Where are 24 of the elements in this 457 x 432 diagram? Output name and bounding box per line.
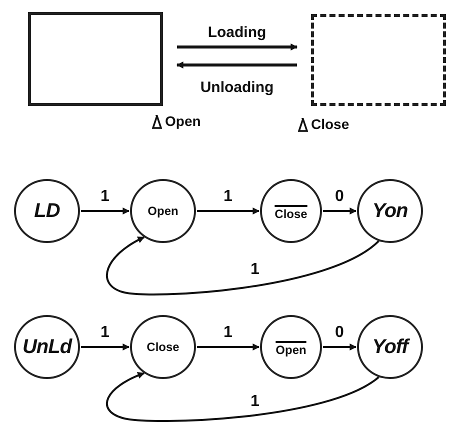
arrow [177, 44, 298, 50]
state-label: Close [274, 206, 308, 221]
arrow [106, 372, 380, 422]
arrow [176, 62, 297, 68]
edge-label: Unloading [198, 80, 276, 96]
state-label: Yoff [372, 336, 408, 358]
arrow [106, 236, 380, 296]
arrow [323, 344, 357, 350]
arrow [323, 208, 357, 214]
dashed-box [311, 14, 446, 106]
arrow [197, 208, 260, 214]
caption-text: Close [311, 116, 350, 132]
solid-box [28, 12, 163, 106]
state-label: Close [146, 340, 180, 354]
state-label: Yon [372, 200, 408, 222]
state-label: LD [34, 200, 60, 222]
caption-text: Open [165, 113, 201, 129]
state-label: Open [148, 204, 178, 218]
edge-label: Loading [206, 24, 268, 42]
arrow [81, 208, 130, 214]
arrow [81, 344, 130, 350]
state-label: UnLd [22, 336, 72, 358]
arrow [197, 344, 260, 350]
state-label: Open [276, 342, 306, 357]
